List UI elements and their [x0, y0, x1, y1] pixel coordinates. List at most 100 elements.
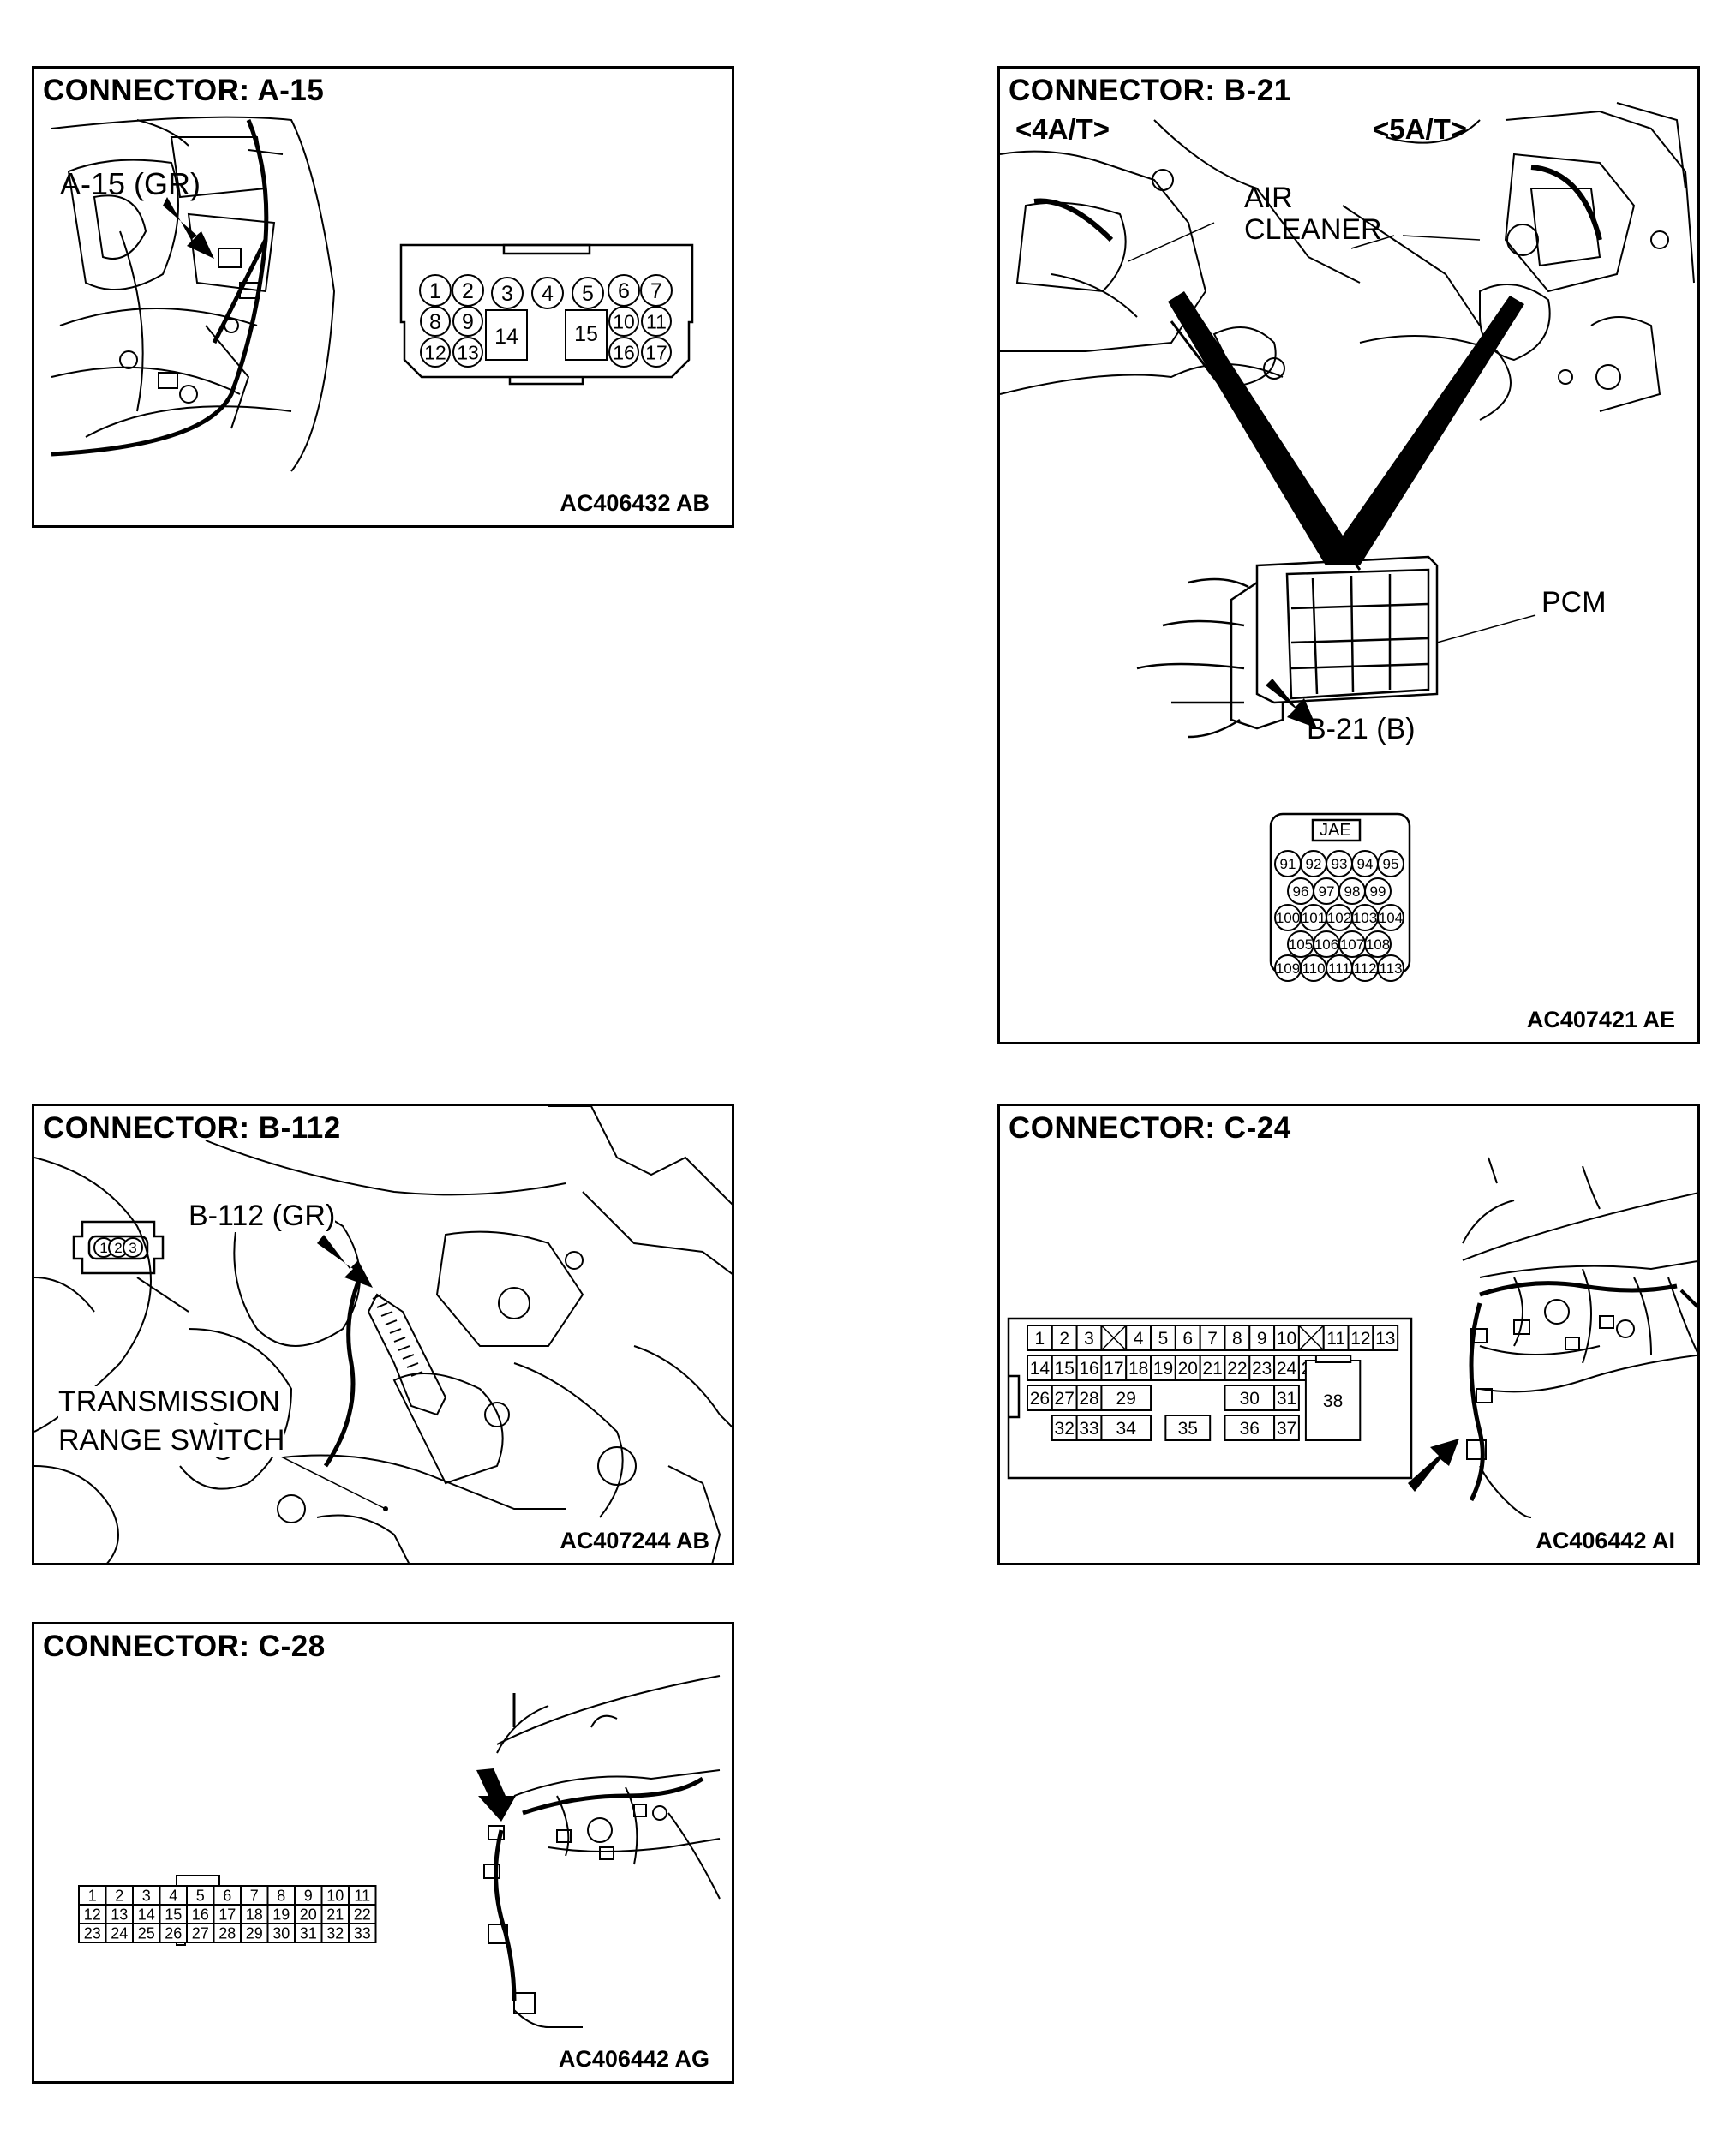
pin-number: 4: [1134, 1329, 1144, 1349]
pin-cell: [1224, 1415, 1276, 1441]
pin-cell: [1273, 1385, 1300, 1411]
pin-number: 3: [1084, 1329, 1094, 1349]
pin-number: 19: [1153, 1359, 1173, 1379]
pin-cell: [1248, 1325, 1276, 1351]
pin-number: 23: [1252, 1359, 1272, 1379]
pin-number: 34: [1116, 1419, 1137, 1439]
pin-number: 16: [1079, 1359, 1098, 1379]
pin-outline: [1377, 904, 1404, 931]
pin-cell: [1174, 1325, 1201, 1351]
pin-cell: [1347, 1325, 1374, 1351]
pin-number: 14: [494, 325, 518, 349]
pin-cell: [485, 309, 528, 361]
pin-number: 13: [111, 1906, 128, 1923]
pin-cell: [565, 309, 608, 361]
pin-number: 98: [1344, 883, 1361, 900]
pin-cell: [1100, 1355, 1128, 1381]
pin-number: 97: [1319, 883, 1335, 900]
pin-cell: [348, 1923, 377, 1943]
pin-number: 94: [1357, 856, 1374, 872]
panel-title: CONNECTOR: A-15: [43, 74, 325, 107]
pin-number: 17: [645, 341, 667, 363]
pin-number: 30: [272, 1924, 290, 1942]
pin-cell: [1100, 1385, 1152, 1411]
pin-cell: [1322, 1325, 1350, 1351]
figure-code: AC407244 AB: [556, 1528, 709, 1554]
pin-number: 24: [111, 1924, 128, 1942]
pin-number: 5: [1158, 1329, 1169, 1349]
pin-number: 23: [84, 1924, 101, 1942]
pin-number: 111: [1328, 960, 1350, 977]
pin-cell: [1075, 1325, 1103, 1351]
pin-number: 10: [613, 310, 635, 332]
pin-cell: [1199, 1355, 1226, 1381]
pin-cell: [1027, 1325, 1053, 1351]
pin-number: 37: [1277, 1419, 1296, 1439]
pin-number: 14: [1030, 1359, 1051, 1379]
pin-outline: [452, 306, 483, 337]
pin-outline: [608, 337, 639, 368]
pin-number: 35: [1178, 1419, 1198, 1439]
pin-number: 16: [613, 341, 635, 363]
figure-code: AC407421 AE: [1526, 1007, 1675, 1032]
pin-number: 99: [1370, 883, 1386, 900]
pin-outline: [1377, 954, 1404, 982]
pin-outline: [420, 337, 451, 368]
pin-cell: [1273, 1355, 1300, 1381]
pin-cell: [1051, 1325, 1078, 1351]
pin-outline: [641, 337, 672, 368]
pin-number: 20: [300, 1906, 317, 1923]
pin-number: 25: [138, 1924, 155, 1942]
pin-number: 1: [429, 279, 441, 303]
component-label-line2: RANGE SWITCH: [58, 1424, 285, 1457]
pin-number: 19: [272, 1906, 290, 1923]
pin-number: 6: [618, 279, 630, 303]
pin-number: 29: [246, 1924, 263, 1942]
pin-number: 104: [1379, 910, 1403, 926]
pin-number: 2: [462, 279, 474, 303]
pin-number: 27: [1055, 1389, 1075, 1409]
pin-outline: [572, 277, 604, 309]
pin-number: 102: [1327, 910, 1351, 926]
variant-4at-label: <4A/T>: [1015, 113, 1110, 145]
pin-number: 112: [1353, 960, 1376, 977]
jae-tag: JAE: [1320, 821, 1351, 840]
pin-number: 38: [1323, 1391, 1343, 1411]
pin-number: 27: [192, 1924, 209, 1942]
pin-number: 15: [574, 322, 598, 346]
pin-number: 9: [462, 310, 474, 334]
pin-number: 8: [429, 310, 441, 334]
pin-number: 17: [218, 1906, 236, 1923]
pin-number: 113: [1379, 960, 1402, 977]
pin-number: 91: [1280, 856, 1296, 872]
pin-number: 95: [1383, 856, 1399, 872]
pin-number: 3: [129, 1240, 136, 1256]
pin-number: 33: [1079, 1419, 1098, 1439]
pin-number: 92: [1306, 856, 1322, 872]
pin-outline: [1364, 930, 1392, 958]
pin-outline: [641, 306, 672, 337]
pin-number: 1: [99, 1240, 107, 1256]
pin-cell: [1224, 1385, 1276, 1411]
pin-number: 11: [354, 1887, 370, 1904]
pin-number: 12: [84, 1906, 101, 1923]
pin-number: 3: [501, 282, 513, 306]
pin-outline: [123, 1237, 143, 1258]
pin-number: 18: [246, 1906, 263, 1923]
pin-number: 32: [326, 1924, 344, 1942]
component-label-line1: TRANSMISSION: [58, 1385, 280, 1419]
panel-title: CONNECTOR: B-21: [1009, 74, 1291, 107]
pin-number: 107: [1340, 936, 1364, 953]
pin-number: 106: [1314, 936, 1338, 953]
pin-cell: [1164, 1415, 1212, 1441]
pin-number: 22: [1227, 1359, 1247, 1379]
pin-number: 8: [277, 1887, 285, 1904]
figure-code: AC406442 AI: [1535, 1528, 1675, 1553]
